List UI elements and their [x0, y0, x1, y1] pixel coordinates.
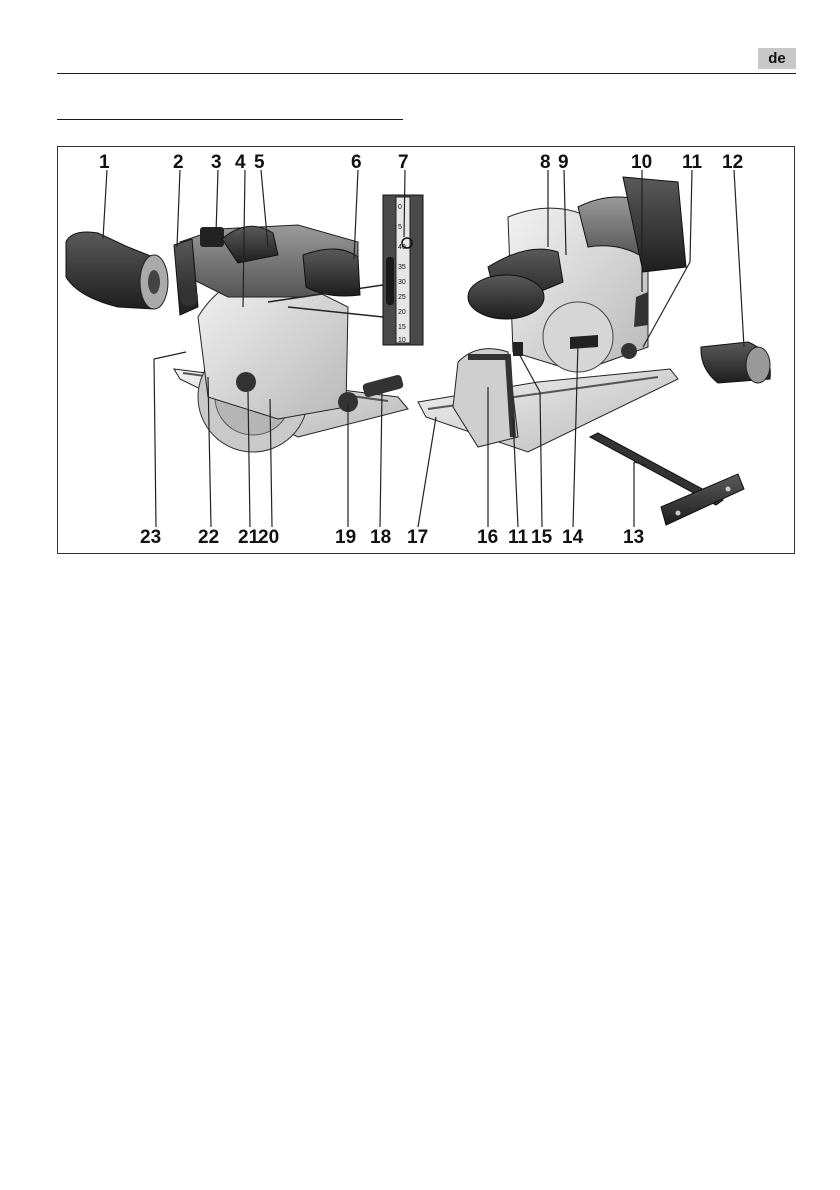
right-saw	[418, 177, 686, 452]
callout-2: 2	[173, 153, 184, 172]
callout-7: 7	[398, 153, 409, 172]
callout-6: 6	[351, 153, 362, 172]
callout-21: 21	[238, 528, 259, 547]
scale-mark: 30	[398, 279, 406, 286]
callout-16: 16	[477, 528, 498, 547]
language-badge: de	[758, 48, 796, 69]
callout-3: 3	[211, 153, 222, 172]
scale-mark: 0	[398, 204, 402, 211]
scale-mark: 5	[398, 224, 402, 231]
dust-adapter-right	[701, 342, 770, 383]
product-figure: 0 5 40 35 30 25 20 15 10	[57, 146, 795, 554]
dust-adapter-left	[66, 232, 168, 309]
section-heading-rule	[57, 119, 403, 120]
callout-12: 12	[722, 153, 743, 172]
callout-8: 8	[540, 153, 551, 172]
callout-9: 9	[558, 153, 569, 172]
callout-1: 1	[99, 153, 110, 172]
scale-mark: 10	[398, 337, 406, 344]
callout-18: 18	[370, 528, 391, 547]
scale-mark: 15	[398, 324, 406, 331]
parallel-guide	[590, 433, 744, 525]
callout-4: 4	[235, 153, 246, 172]
callout-22: 22	[198, 528, 219, 547]
circular-saw-illustration: 0 5 40 35 30 25 20 15 10	[58, 147, 796, 555]
callout-19: 19	[335, 528, 356, 547]
scale-mark: 25	[398, 294, 406, 301]
callout-14: 14	[562, 528, 583, 547]
callout-11-bottom: 11	[508, 528, 528, 547]
scale-mark: 20	[398, 309, 406, 316]
callout-13: 13	[623, 528, 644, 547]
header-rule	[57, 73, 796, 74]
callout-15: 15	[531, 528, 552, 547]
callout-17: 17	[407, 528, 428, 547]
scale-mark: 35	[398, 264, 406, 271]
callout-20: 20	[258, 528, 279, 547]
callout-5: 5	[254, 153, 265, 172]
callout-10: 10	[631, 153, 652, 172]
callout-11: 11	[682, 153, 702, 172]
callout-23: 23	[140, 528, 161, 547]
